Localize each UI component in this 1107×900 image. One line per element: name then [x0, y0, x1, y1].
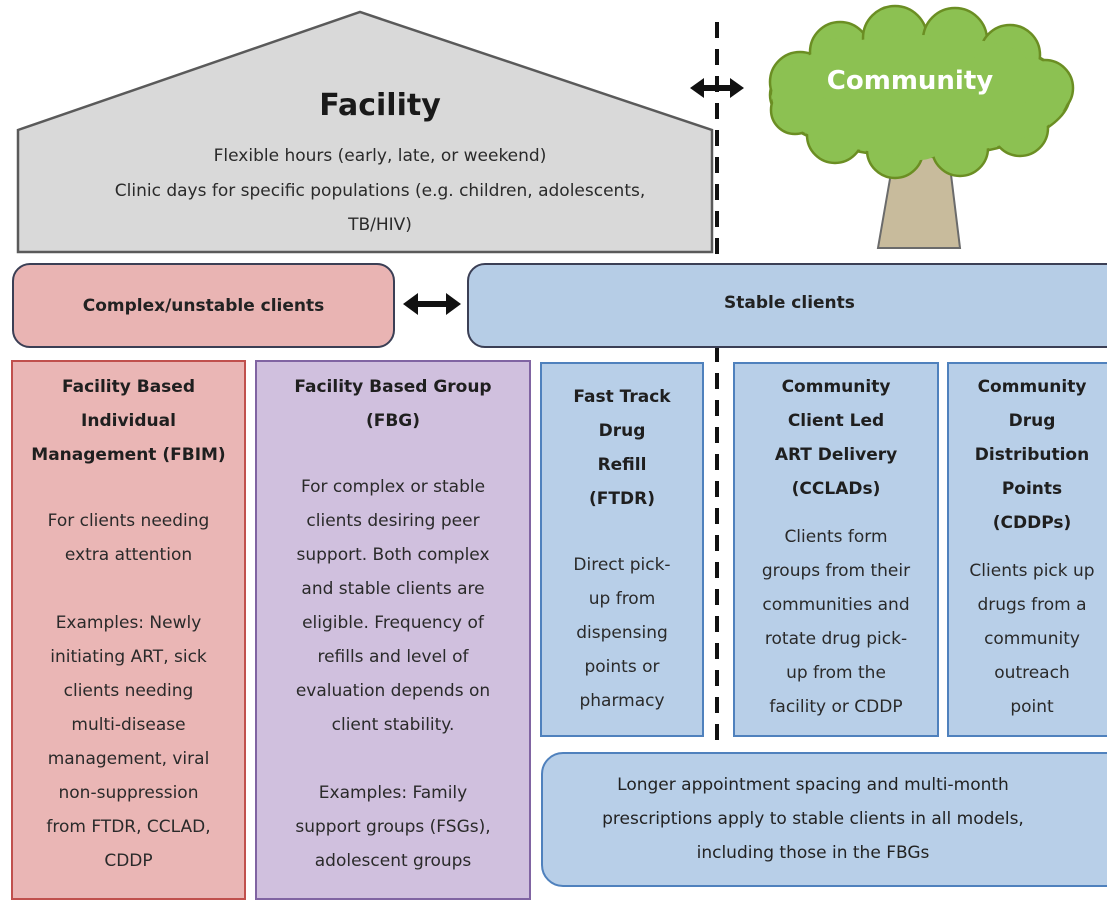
stable-clients-band: Stable clients — [467, 263, 1107, 348]
community-title: Community — [826, 66, 994, 96]
facility-community-divider — [715, 22, 719, 740]
cddp-description: Clients pick up drugs from a community o… — [969, 561, 1095, 717]
model-cclad: Community Client Led ART Delivery (CCLAD… — [733, 362, 939, 737]
fbg-description: For complex or stable clients desiring p… — [295, 477, 491, 735]
stable-clients-note: Longer appointment spacing and multi-mon… — [541, 752, 1107, 887]
ftdr-title: Fast Track Drug Refill (FTDR) — [573, 387, 671, 509]
cclad-title: Community Client Led ART Delivery (CCLAD… — [774, 377, 898, 499]
community-tree-icon — [768, 4, 1075, 249]
fbim-examples: Examples: Newly initiating ART, sick cli… — [46, 613, 211, 871]
facility-line-3: TB/HIV) — [348, 215, 412, 235]
model-fbg: Facility Based Group (FBG) For complex o… — [255, 360, 531, 900]
note-text: Longer appointment spacing and multi-mon… — [602, 775, 1024, 863]
cddp-title: Community Drug Distribution Points (CDDP… — [974, 377, 1090, 533]
facility-line-2: Clinic days for specific populations (e.… — [114, 181, 646, 201]
fbim-description: For clients needing extra attention — [47, 511, 210, 565]
cclad-description: Clients form groups from their communiti… — [761, 527, 911, 717]
double-arrow-middle-icon — [403, 293, 461, 315]
stable-clients-label: Stable clients — [724, 293, 855, 313]
complex-clients-label: Complex/unstable clients — [82, 295, 325, 316]
ftdr-description: Direct pick- up from dispensing points o… — [573, 555, 671, 711]
facility-line-1: Flexible hours (early, late, or weekend) — [213, 146, 547, 166]
fbg-title: Facility Based Group (FBG) — [294, 377, 492, 431]
facility-title: Facility — [319, 88, 441, 123]
model-ftdr: Fast Track Drug Refill (FTDR) Direct pic… — [540, 362, 704, 737]
model-cddp: Community Drug Distribution Points (CDDP… — [947, 362, 1107, 737]
fbim-title: Facility Based Individual Management (FB… — [31, 377, 226, 465]
model-fbim: Facility Based Individual Management (FB… — [11, 360, 246, 900]
double-arrow-top-icon — [690, 78, 744, 98]
facility-house-shape — [16, 10, 714, 254]
fbg-examples: Examples: Family support groups (FSGs), … — [295, 783, 491, 871]
complex-clients-band: Complex/unstable clients — [12, 263, 395, 348]
